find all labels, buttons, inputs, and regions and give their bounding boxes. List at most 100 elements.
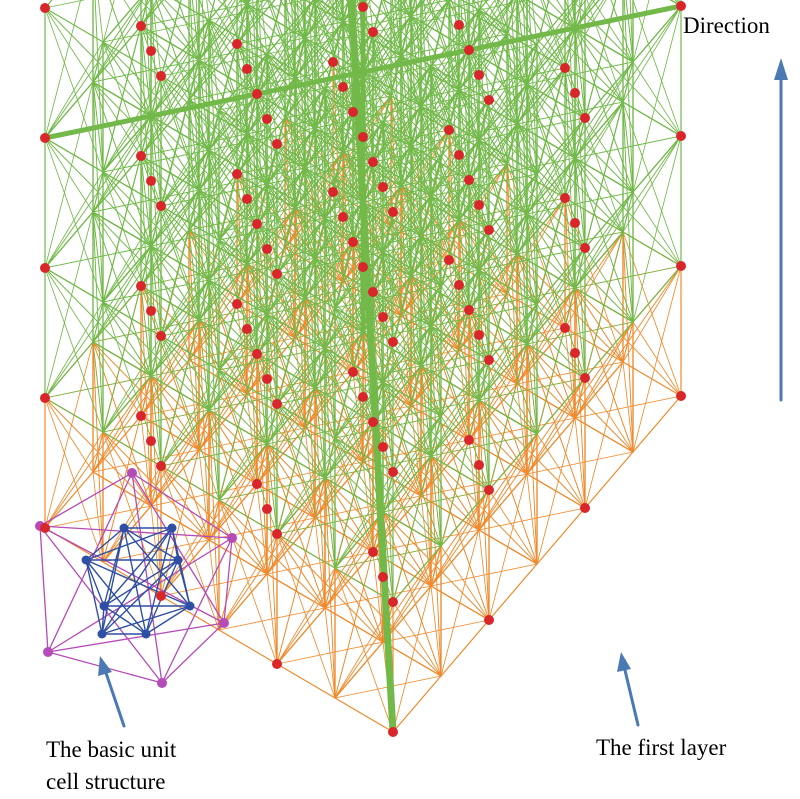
lattice-edge	[160, 335, 220, 371]
lattice-strut	[271, 217, 326, 295]
lattice-strut	[208, 279, 220, 371]
lattice-strut	[531, 117, 586, 195]
lattice-strut	[150, 429, 205, 507]
lattice-strut	[511, 13, 518, 125]
lattice-strut	[410, 0, 423, 17]
lattice-strut	[483, 173, 538, 251]
lattice-node	[99, 601, 109, 611]
lattice-strut	[569, 101, 624, 179]
lattice-strut	[372, 161, 384, 253]
lattice-edge	[256, 167, 306, 225]
lattice-strut	[478, 9, 490, 101]
lattice-strut	[218, 499, 278, 665]
lattice-edge	[150, 449, 200, 507]
lattice-edge	[574, 101, 624, 159]
lattice-strut	[140, 285, 147, 397]
lattice-edge	[584, 451, 634, 509]
lattice-strut	[421, 0, 427, 87]
lattice-strut	[382, 251, 389, 363]
lattice-strut	[473, 289, 480, 401]
lattice-strut	[294, 337, 306, 429]
lattice-strut	[372, 31, 384, 123]
lattice-strut	[160, 389, 215, 467]
lattice-strut	[246, 0, 269, 5]
lattice-strut	[319, 421, 374, 499]
lattice-edge	[266, 517, 316, 575]
lattice-strut	[271, 477, 326, 555]
lattice-edge	[584, 61, 634, 119]
lattice-edge	[324, 551, 374, 609]
lattice-strut	[92, 211, 104, 303]
lattice-edge	[236, 117, 286, 175]
lattice-strut	[468, 0, 505, 51]
lattice-strut	[188, 359, 200, 451]
lattice-strut	[145, 319, 200, 397]
lattice-strut	[208, 19, 258, 95]
lattice-strut	[266, 367, 321, 445]
lattice-strut	[382, 381, 394, 473]
lattice-node	[388, 467, 398, 477]
lattice-strut	[574, 157, 581, 269]
lattice-strut	[44, 321, 99, 399]
lattice-strut	[258, 0, 263, 75]
lattice-edge	[160, 279, 210, 337]
lattice-strut	[266, 107, 321, 185]
lattice-strut	[574, 81, 629, 159]
lattice-edge	[266, 127, 316, 185]
lattice-strut	[574, 27, 581, 139]
lattice-strut	[468, 439, 480, 531]
lattice-strut	[261, 203, 268, 315]
lattice-strut	[324, 607, 336, 699]
lattice-strut	[506, 163, 518, 255]
lattice-strut	[198, 113, 253, 191]
lattice-strut	[579, 191, 634, 269]
lattice-node	[272, 659, 282, 669]
lattice-node	[454, 150, 464, 160]
lattice-strut	[266, 237, 321, 315]
lattice-strut	[160, 465, 220, 631]
lattice-strut	[309, 407, 316, 519]
lattice-strut	[299, 187, 306, 299]
lattice-node	[43, 647, 53, 657]
lattice-strut	[425, 215, 432, 327]
lattice-edge	[92, 155, 142, 213]
lattice-strut	[340, 0, 344, 23]
lattice-node	[127, 468, 137, 478]
lattice-edge	[276, 663, 336, 699]
lattice-node	[464, 305, 474, 315]
lattice-strut	[526, 7, 581, 85]
lattice-strut	[632, 321, 682, 397]
lattice-edge	[266, 387, 316, 445]
lattice-strut	[236, 173, 248, 265]
lattice-edge	[536, 247, 586, 305]
lattice-edge	[160, 149, 210, 207]
lattice-strut	[314, 441, 369, 519]
unit-cell-outer-strut	[131, 472, 163, 684]
lattice-node	[146, 306, 156, 316]
lattice-edge	[334, 251, 384, 309]
lattice-node	[444, 255, 454, 265]
lattice-strut	[458, 349, 470, 441]
lattice-edge	[516, 327, 566, 385]
lattice-edge	[526, 157, 576, 215]
lattice-strut	[291, 0, 306, 39]
lattice-nodes	[40, 1, 686, 737]
lattice-strut	[367, 181, 374, 293]
lattice-strut	[627, 135, 682, 213]
lattice-strut	[294, 77, 306, 169]
lattice-strut	[155, 279, 210, 357]
lattice-edge	[468, 123, 518, 181]
lattice-strut	[92, 135, 147, 213]
lattice-strut	[145, 395, 152, 507]
lattice-strut	[261, 387, 316, 465]
lattice-edge	[276, 217, 326, 275]
lattice-strut	[506, 33, 518, 125]
lattice-strut	[420, 105, 432, 197]
lattice-strut	[319, 367, 326, 479]
lattice-strut	[463, 329, 470, 441]
lattice-node	[262, 244, 272, 254]
lattice-strut	[256, 147, 311, 225]
lattice-edge	[334, 697, 394, 733]
lattice-edge	[526, 213, 586, 249]
lattice-node	[167, 523, 177, 533]
